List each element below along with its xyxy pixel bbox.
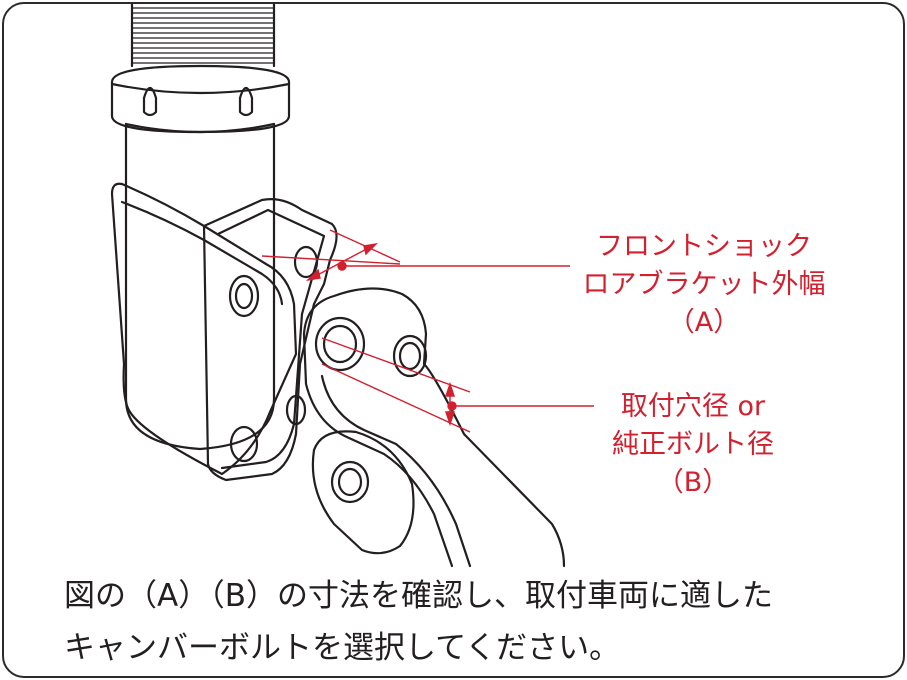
dimension-b-label-line2: 純正ボルト径 — [612, 429, 774, 460]
dimension-b-extension-2 — [321, 363, 471, 433]
dimension-a-label-line3: （A） — [667, 307, 741, 338]
dimension-b-extension — [321, 337, 471, 393]
dimension-a-label-line2: ロアブラケット外幅 — [582, 269, 826, 300]
lock-nut — [110, 64, 291, 134]
threaded-shaft — [130, 4, 276, 68]
dimension-b-label: 取付穴径 or 純正ボルト径 （B） — [588, 388, 798, 502]
dimension-a-label-line1: フロントショック — [596, 231, 812, 262]
dimension-b-label-line3: （B） — [656, 467, 730, 498]
dimension-b-label-line1: 取付穴径 or — [620, 391, 766, 422]
dimension-a-extension — [261, 255, 401, 265]
caption-line2: キャンバーボルトを選択してください。 — [64, 630, 621, 666]
instruction-caption: 図の（A）（B）の寸法を確認し、取付車両に適した キャンバーボルトを選択してくだ… — [64, 570, 884, 674]
dimension-a-label: フロントショック ロアブラケット外幅 （A） — [564, 228, 844, 342]
dimension-markers — [261, 229, 594, 433]
shock-bracket-illustration — [110, 4, 594, 568]
lower-arm — [302, 287, 566, 568]
shock-body — [124, 122, 276, 451]
caption-line1: 図の（A）（B）の寸法を確認し、取付車両に適した — [64, 578, 773, 614]
